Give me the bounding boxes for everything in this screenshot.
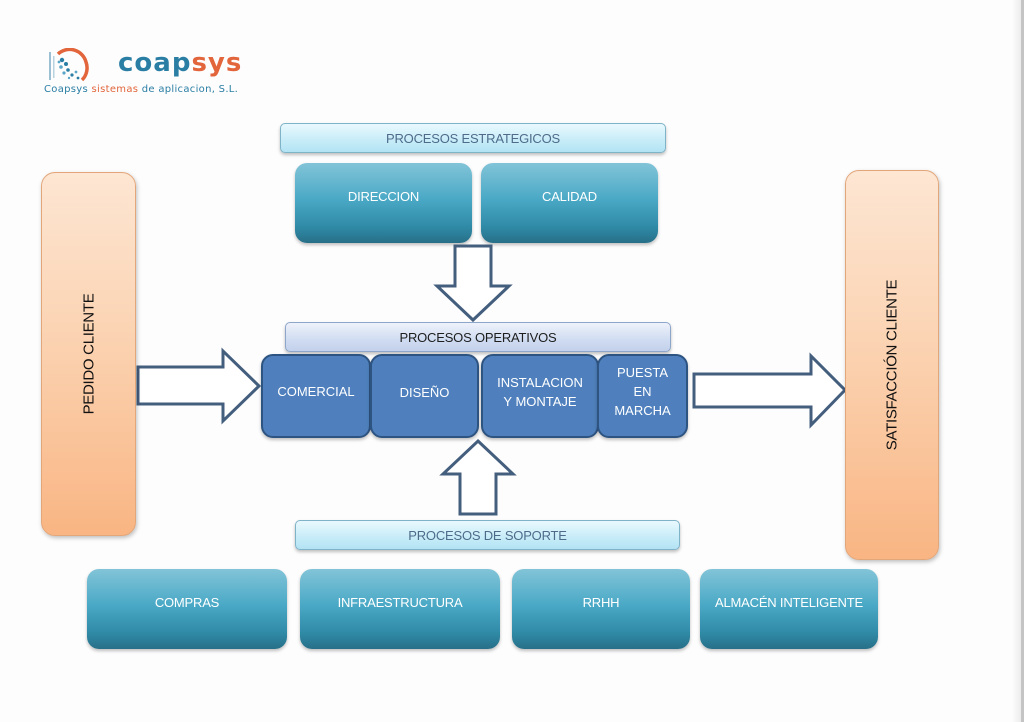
strategic-processes-header: PROCESOS ESTRATEGICOS [280,123,666,153]
support-box-label: INFRAESTRUCTURA [337,595,463,610]
coapsys-globe-logo-icon [49,48,89,82]
output-pillar-label: SATISFACCIÓN CLIENTE [883,279,901,451]
operative-processes-header: PROCESOS OPERATIVOS [285,322,671,352]
operative-box-instalacion-montaje[interactable]: INSTALACION Y MONTAJE [481,354,599,438]
input-pillar-label: PEDIDO CLIENTE [80,293,97,415]
logo-tagline: Coapsys sistemas de aplicacion, S.L. [44,84,238,95]
operative-box-label-line1: INSTALACION [497,375,583,390]
logo-tagline-part1: Coapsys [44,84,89,95]
support-box-label: COMPRAS [154,595,220,610]
input-pillar-pedido-cliente[interactable]: PEDIDO CLIENTE [41,172,136,536]
support-box-label: RRHH [582,595,620,610]
operative-box-label-line2: Y MONTAJE [503,394,577,409]
support-processes-header: PROCESOS DE SOPORTE [295,520,680,550]
support-box-infraestructura[interactable]: INFRAESTRUCTURA [300,569,500,649]
operative-processes-header-label: PROCESOS OPERATIVOS [399,329,557,345]
support-box-compras[interactable]: COMPRAS [87,569,287,649]
operative-box-label-line2: EN [633,384,652,399]
strategic-box-label: CALIDAD [542,189,597,204]
arrow-right-icon [692,352,848,429]
operative-box-comercial[interactable]: COMERCIAL [261,354,371,438]
strategic-box-label: DIRECCION [347,189,420,204]
strategic-box-calidad[interactable]: CALIDAD [481,163,658,243]
arrow-up-icon [439,438,517,516]
logo-wordmark-part2: sys [191,48,243,78]
logo-wordmark-part1: coap [118,48,192,78]
operative-box-puesta-en-marcha[interactable]: PUESTA EN MARCHA [597,354,688,438]
output-pillar-satisfaccion-cliente[interactable]: SATISFACCIÓN CLIENTE [845,170,939,560]
operative-box-label-line3: MARCHA [614,403,671,418]
logo-tagline-part2: sistemas [91,84,139,95]
support-box-label: ALMACÉN INTELIGENTE [715,595,863,610]
page-edge-border [1021,0,1024,722]
logo-wordmark: coapsys [118,48,242,78]
support-processes-header-label: PROCESOS DE SOPORTE [408,527,567,543]
operative-box-label: DISEÑO [399,385,450,400]
operative-box-label: COMERCIAL [277,384,355,399]
logo-tagline-part3: de aplicacion, S.L. [141,84,239,95]
strategic-processes-header-label: PROCESOS ESTRATEGICOS [386,130,560,146]
strategic-box-direccion[interactable]: DIRECCION [295,163,472,243]
operative-box-diseno[interactable]: DISEÑO [370,354,479,438]
support-box-rrhh[interactable]: RRHH [512,569,690,649]
arrow-right-icon [136,347,262,425]
arrow-down-icon [433,244,513,323]
support-box-almacen-inteligente[interactable]: ALMACÉN INTELIGENTE [700,569,878,649]
page-edge-shade [1012,0,1021,722]
operative-box-label-line1: PUESTA [616,365,669,380]
